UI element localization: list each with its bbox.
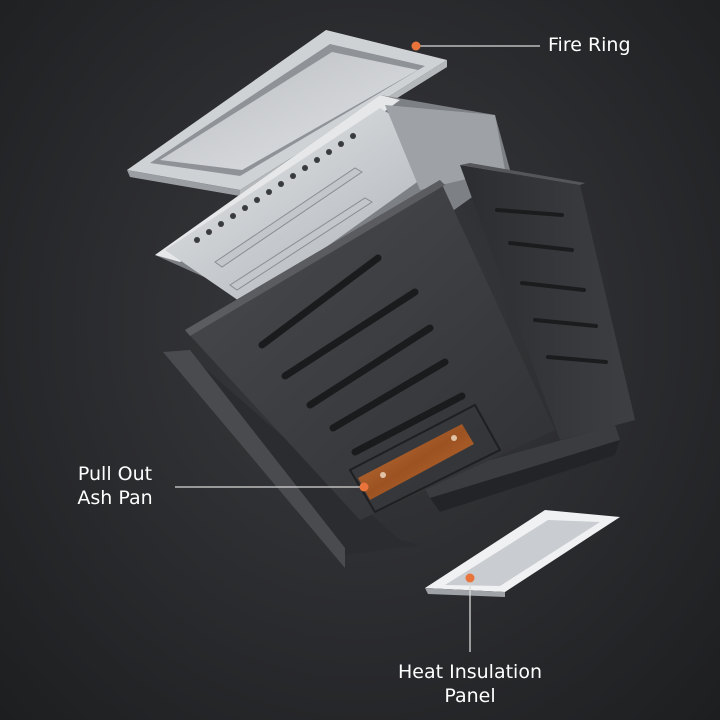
fire-ring-label: Fire Ring [548,33,631,57]
callout-dots [359,41,475,583]
heat-panel-label-line-2: Panel [444,685,496,707]
fire-ring-dot [411,41,421,51]
ash-pan-label: Pull Out Ash Pan [60,462,170,510]
heat-panel-dot [465,573,475,583]
heat-panel-label: Heat Insulation Panel [380,660,560,708]
callout-lines [175,45,540,652]
side-panel-part [460,163,635,440]
fire-ring-label-line: Fire Ring [548,34,631,56]
ash-pan-label-line-1: Pull Out [77,463,153,485]
heat-panel-label-line-1: Heat Insulation [397,661,542,683]
firebox-body-part [155,95,510,320]
ash-pan-handle [358,424,474,500]
heat-insulation-panel-part [425,510,620,597]
ash-pan-dot [359,482,369,492]
ash-pan-label-line-2: Ash Pan [77,487,153,509]
